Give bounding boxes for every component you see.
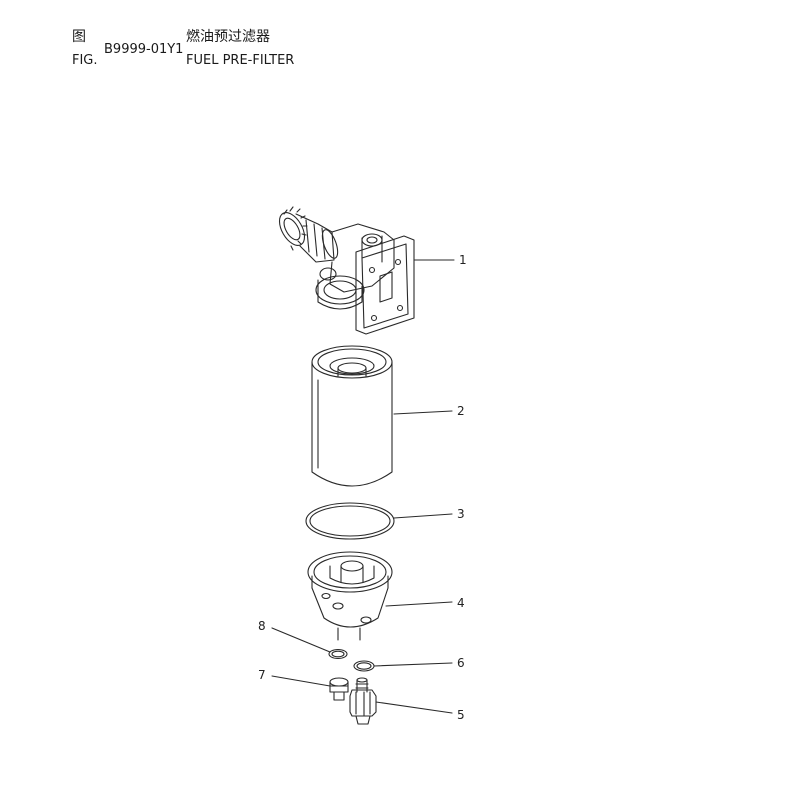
figure-header: 图 FIG. B9999-01Y1 燃油预过滤器 FUEL PRE-FILTER [0, 0, 800, 80]
figure-title-en: FUEL PRE-FILTER [186, 53, 295, 68]
plug-part [329, 677, 349, 701]
leader-line-5 [375, 701, 453, 714]
small-oring-left-part [328, 648, 348, 660]
separator-bowl-part [307, 551, 393, 641]
figure-title-cn: 燃油预过滤器 [186, 29, 270, 45]
leader-line-6 [373, 662, 453, 667]
leader-line-2 [393, 410, 453, 415]
figure-number: B9999-01Y1 [104, 42, 184, 57]
callout-2: 2 [457, 404, 465, 418]
callout-6: 6 [457, 656, 465, 670]
filter-head-part [278, 206, 415, 335]
filter-cartridge-part [311, 345, 393, 487]
seal-ring-part [305, 502, 395, 540]
leader-line-8 [271, 627, 331, 653]
leader-line-7 [271, 675, 331, 687]
callout-3: 3 [457, 507, 465, 521]
figure-label-cn: 图 [72, 29, 86, 45]
small-oring-right-part [353, 660, 375, 672]
leader-line-3 [393, 513, 453, 519]
callout-5: 5 [457, 708, 465, 722]
figure-label-en: FIG. [72, 53, 98, 68]
callout-7: 7 [258, 668, 266, 682]
callout-8: 8 [258, 619, 266, 633]
leader-line-4 [385, 601, 453, 607]
callout-4: 4 [457, 596, 465, 610]
callout-1: 1 [459, 253, 467, 267]
drain-valve-part [349, 677, 377, 725]
